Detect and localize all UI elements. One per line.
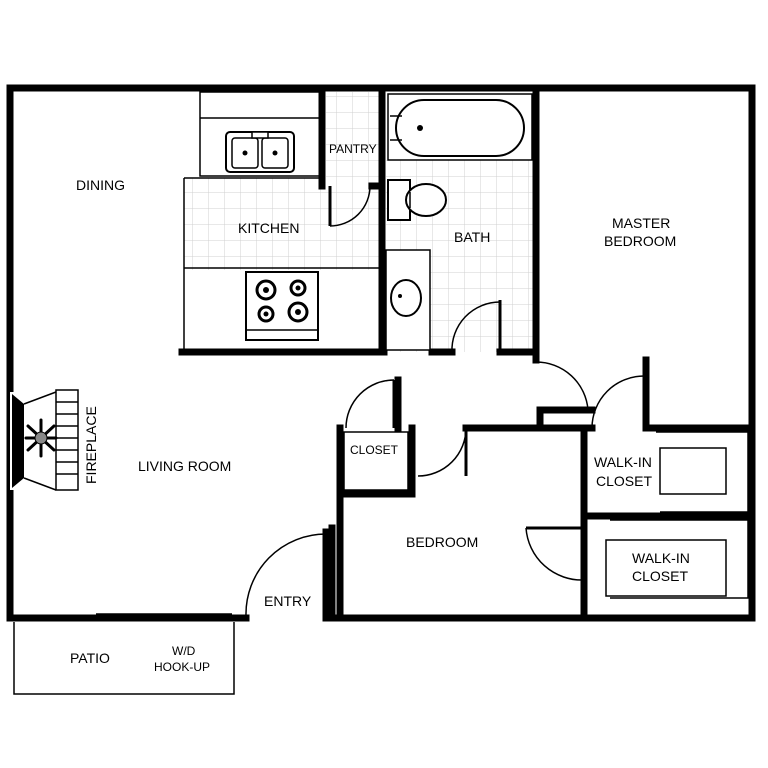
toilet-icon	[387, 179, 447, 221]
room-label-walkin-2-b: CLOSET	[632, 568, 688, 584]
walkin-closet-2-door	[525, 526, 585, 581]
room-label-dining: DINING	[76, 177, 125, 193]
patio-area	[13, 613, 235, 695]
closet-door	[345, 379, 396, 429]
room-label-living-room: LIVING ROOM	[138, 458, 231, 474]
room-label-bedroom: BEDROOM	[406, 534, 478, 550]
room-label-wd-2: HOOK-UP	[154, 660, 210, 674]
room-label-walkin-1-a: WALK-IN	[594, 454, 652, 470]
room-label-master-bedroom-1: MASTER	[612, 215, 670, 231]
stove-icon	[245, 271, 319, 341]
room-label-wd-1: W/D	[172, 644, 196, 658]
pantry-tile-floor	[326, 92, 380, 188]
bath-door	[451, 300, 502, 353]
walkin-closet-1-door	[591, 375, 648, 429]
room-label-pantry: PANTRY	[329, 142, 377, 156]
bathroom-sink-icon	[385, 249, 431, 351]
room-label-walkin-1-b: CLOSET	[596, 473, 652, 489]
closet-shelves	[343, 431, 749, 599]
room-label-master-bedroom-2: BEDROOM	[604, 233, 676, 249]
room-label-entry: ENTRY	[264, 593, 312, 609]
room-label-walkin-2-a: WALK-IN	[632, 550, 690, 566]
bedroom-door	[417, 427, 468, 477]
entry-door	[245, 532, 328, 617]
pantry-door	[328, 185, 371, 227]
master-bedroom-door	[535, 361, 589, 411]
bathtub-icon	[387, 93, 533, 161]
room-label-patio: PATIO	[70, 650, 110, 666]
room-label-closet: CLOSET	[350, 443, 399, 457]
kitchen-tile-floor	[184, 178, 380, 270]
kitchen-sink-icon	[225, 131, 295, 173]
room-label-kitchen: KITCHEN	[238, 220, 299, 236]
room-label-bath: BATH	[454, 229, 490, 245]
fireplace-icon	[10, 389, 79, 491]
kitchen-counters	[183, 91, 380, 350]
interior-walls	[178, 84, 756, 622]
room-label-fireplace: FIREPLACE	[83, 406, 99, 484]
